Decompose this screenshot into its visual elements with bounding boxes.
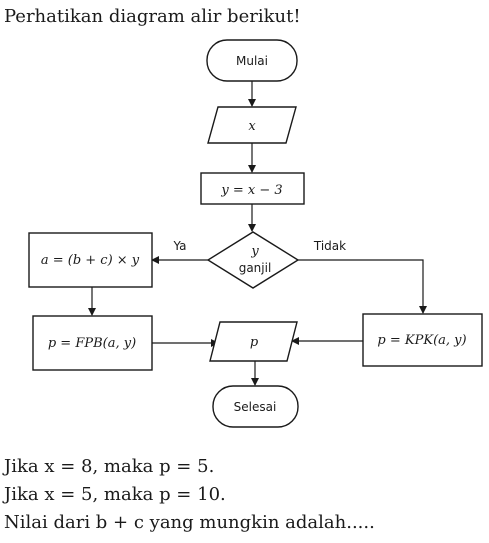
input-label: x [248,119,256,134]
question-line-3: Nilai dari b + c yang mungkin adalah....… [4,512,375,533]
output-label: p [250,335,259,350]
fpb-result-label: p = FPB(a, y) [48,336,136,351]
end-label: Selesai [234,400,277,414]
decision-diamond [206,231,300,289]
intro-text: Perhatikan diagram alir berikut! [4,6,301,27]
question-line-1: Jika x = 8, maka p = 5. [4,456,215,477]
connector-decision-no [298,259,427,314]
kpk-result-rect [362,313,483,367]
flowchart: Mulai x y = x − 3 y ganjil Ya Tidak a = … [28,39,483,428]
process-label: y = x − 3 [220,183,282,198]
process-rect [200,172,305,205]
no-label: Tidak [313,239,346,253]
start-terminator [206,39,298,82]
fpb-result-rect [32,315,153,371]
yes-label: Ya [172,239,186,253]
yes-process-label: a = (b + c) × y [41,253,140,268]
decision-label-line1: y [250,244,259,259]
yes-process-rect [28,232,153,288]
decision-label-line2: ganjil [239,261,272,275]
question-line-2: Jika x = 5, maka p = 10. [4,484,226,505]
output-parallelogram [209,321,298,362]
input-parallelogram [207,106,297,144]
start-label: Mulai [236,54,268,68]
end-terminator [212,385,299,428]
kpk-result-label: p = KPK(a, y) [377,333,466,348]
